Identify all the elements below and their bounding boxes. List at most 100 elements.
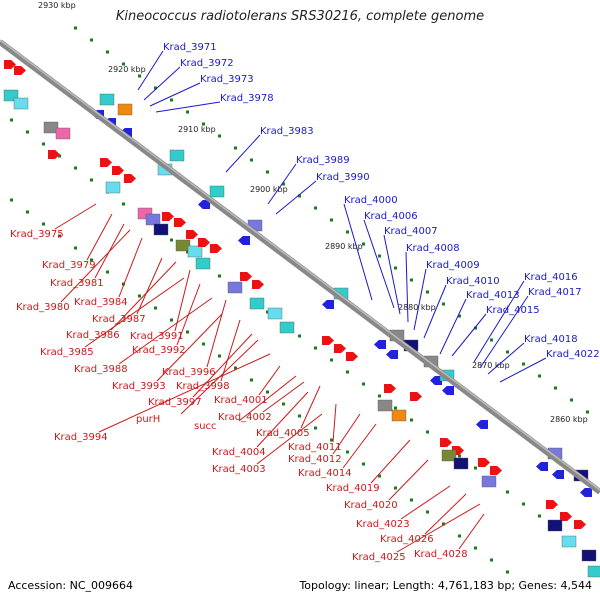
tick-mark [218, 274, 221, 278]
accession-text: Accession: NC_009664 [8, 579, 134, 592]
reverse-gene-label: Krad_4005 [256, 428, 310, 439]
tick-mark [362, 242, 365, 246]
gene-box [137, 207, 153, 220]
gene-arrow-forward [252, 280, 264, 289]
leader-line [149, 82, 201, 107]
reverse-gene-label: Krad_4026 [380, 534, 434, 545]
tick-mark [442, 522, 445, 526]
tick-mark [266, 310, 269, 314]
tick-mark [474, 326, 477, 330]
forward-gene-label: Krad_4009 [426, 260, 480, 271]
forward-gene-label: Krad_3989 [296, 155, 350, 166]
gene-arrow-forward [14, 66, 26, 75]
reverse-gene-label: Krad_3981 [50, 278, 104, 289]
gene-arrow-reverse [238, 236, 250, 245]
gene-box [99, 93, 115, 106]
tick-mark [266, 390, 269, 394]
gene-box [3, 89, 19, 102]
tick-mark [138, 74, 141, 78]
reverse-gene-label: Krad_3985 [40, 347, 94, 358]
leader-line [332, 413, 361, 455]
tick-mark [170, 318, 173, 322]
gene-box [55, 127, 71, 140]
genome-axis [0, 39, 600, 495]
tick-mark [378, 394, 381, 398]
tick-mark [394, 406, 397, 410]
tick-mark [90, 258, 93, 262]
tick-mark [154, 306, 157, 310]
gene-box [441, 449, 457, 462]
tick-mark [138, 294, 141, 298]
leader-line [192, 333, 253, 398]
tick-mark [506, 490, 509, 494]
tick-mark [298, 194, 301, 198]
tick-mark [426, 510, 429, 514]
gene-arrow-forward [112, 166, 124, 175]
leader-line [423, 284, 447, 339]
tick-mark [186, 330, 189, 334]
tick-mark [410, 418, 413, 422]
kbp-label: 2930 kbp [38, 1, 76, 10]
gene-box [561, 535, 577, 548]
gene-box [227, 281, 243, 294]
tick-mark [282, 182, 285, 186]
forward-gene-label: Krad_4010 [446, 276, 500, 287]
tick-mark [74, 246, 77, 250]
gene-arrow-forward [574, 520, 586, 529]
leader-line [174, 269, 191, 332]
leader-line [479, 295, 529, 369]
leader-line [388, 459, 429, 501]
leader-line [342, 423, 377, 469]
tick-mark [378, 474, 381, 478]
gene-box [547, 519, 563, 532]
gene-box [195, 257, 211, 270]
forward-gene-label: Krad_3983 [260, 126, 314, 137]
kbp-label: 2870 kbp [472, 361, 510, 370]
leader-line [262, 381, 305, 413]
forward-gene-label: Krad_4006 [364, 211, 418, 222]
tick-mark [90, 178, 93, 182]
tick-mark [58, 234, 61, 238]
gene-arrow-forward [198, 238, 210, 247]
map-title: Kineococcus radiotolerans SRS30216, comp… [115, 9, 485, 24]
tick-mark [554, 386, 557, 390]
tick-mark [346, 450, 349, 454]
leader-line [220, 319, 241, 382]
tick-mark [154, 86, 157, 90]
forward-gene-label: Krad_4017 [528, 287, 582, 298]
tick-mark [58, 154, 61, 158]
reverse-gene-label: succ [194, 421, 217, 432]
tick-mark [522, 362, 525, 366]
leader-line [400, 485, 451, 520]
leader-line [396, 503, 481, 553]
tick-mark [458, 454, 461, 458]
leader-line [383, 234, 401, 315]
tick-mark [586, 410, 589, 414]
gene-arrow-reverse [374, 340, 386, 349]
reverse-gene-label: Krad_4019 [326, 483, 380, 494]
gene-arrow-reverse [552, 470, 564, 479]
tick-mark [42, 222, 45, 226]
reverse-gene-label: Krad_3975 [10, 229, 64, 240]
gene-arrow-forward [162, 212, 174, 221]
gene-arrow-forward [240, 272, 252, 281]
forward-gene-label: Krad_3978 [220, 93, 274, 104]
gene-box [145, 213, 161, 226]
gene-features [3, 60, 600, 578]
kbp-label: 2900 kbp [250, 185, 288, 194]
tick-mark [202, 342, 205, 346]
tick-mark [490, 338, 493, 342]
tick-mark [10, 118, 13, 122]
tick-mark [314, 426, 317, 430]
tick-mark [458, 534, 461, 538]
reverse-gene-label: Krad_4001 [214, 395, 268, 406]
tick-mark [410, 278, 413, 282]
reverse-gene-label: Krad_4004 [212, 447, 266, 458]
gene-arrow-reverse [442, 386, 454, 395]
gene-box [105, 181, 121, 194]
leader-line [206, 299, 227, 368]
tick-mark [90, 38, 93, 42]
tick-mark [170, 238, 173, 242]
gene-arrow-reverse [198, 200, 210, 209]
leader-line [363, 219, 395, 309]
